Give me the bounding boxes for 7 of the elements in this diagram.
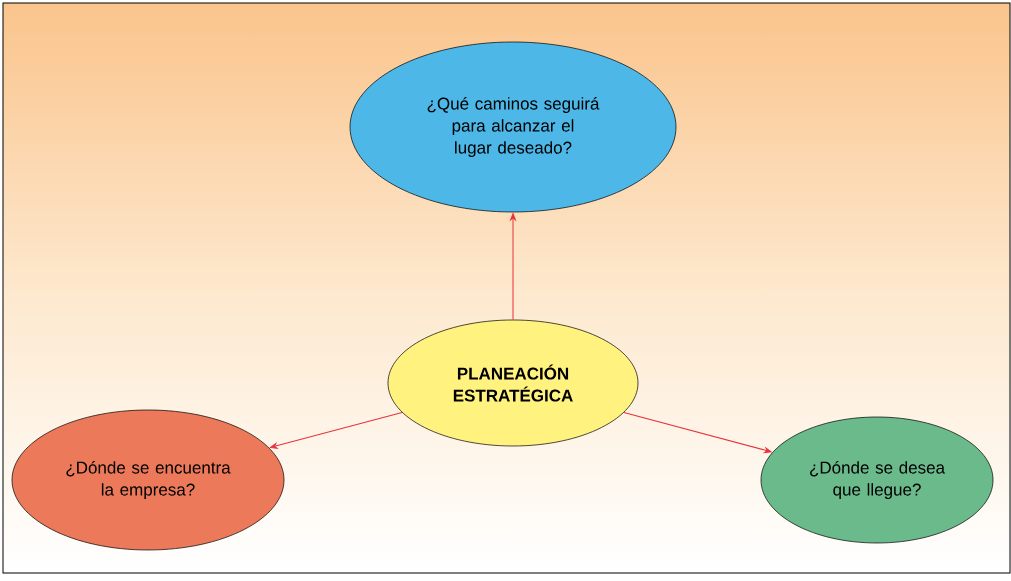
arrow bbox=[510, 213, 516, 321]
ellipse-node: ¿Dónde se desea que llegue? bbox=[760, 416, 994, 544]
ellipse-node: ¿Qué caminos seguirá para alcanzar el lugar deseado? bbox=[349, 41, 677, 213]
arrow bbox=[623, 412, 772, 454]
arrow bbox=[270, 412, 403, 449]
ellipse-node: ¿Dónde se encuentra la empresa? bbox=[11, 409, 285, 551]
ellipse-node: PLANEACIÓN ESTRATÉGICA bbox=[387, 319, 639, 447]
